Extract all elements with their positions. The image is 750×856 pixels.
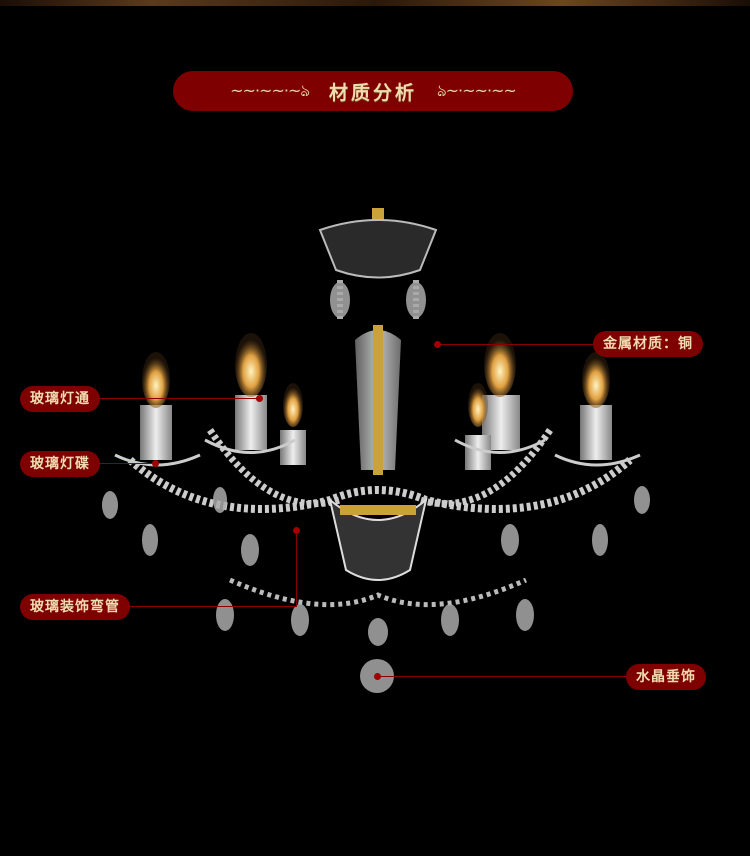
top-image-strip [0,0,750,6]
leader-line-glass-cup [98,398,258,399]
label-crystal-drop: 水晶垂饰 [626,664,706,690]
left-ornament: ~~·~~·~ঌ [230,80,310,100]
chandelier-image [102,208,650,693]
label-metal: 金属材质：铜 [593,331,703,357]
leader-line-glass-dish [98,463,154,464]
marker-dot-glass-arm [293,527,300,534]
label-glass-cup: 玻璃灯通 [20,386,100,412]
leader-line-metal [440,344,595,345]
leader-line-glass-arm-vertical [296,532,297,607]
leader-line-crystal-drop [380,676,628,677]
section-title: 材质分析 [328,81,417,104]
label-glass-dish: 玻璃灯碟 [20,451,100,477]
section-banner: ~~·~~·~ঌ 材质分析 ঌ~·~~·~~ [173,71,573,111]
right-ornament: ঌ~·~~·~~ [437,80,517,100]
marker-dot-crystal-drop [374,673,381,680]
marker-dot-metal [434,341,441,348]
label-glass-arm: 玻璃装饰弯管 [20,594,130,620]
leader-line-glass-arm [124,606,296,607]
marker-dot-glass-dish [152,460,159,467]
marker-dot-glass-cup [256,395,263,402]
